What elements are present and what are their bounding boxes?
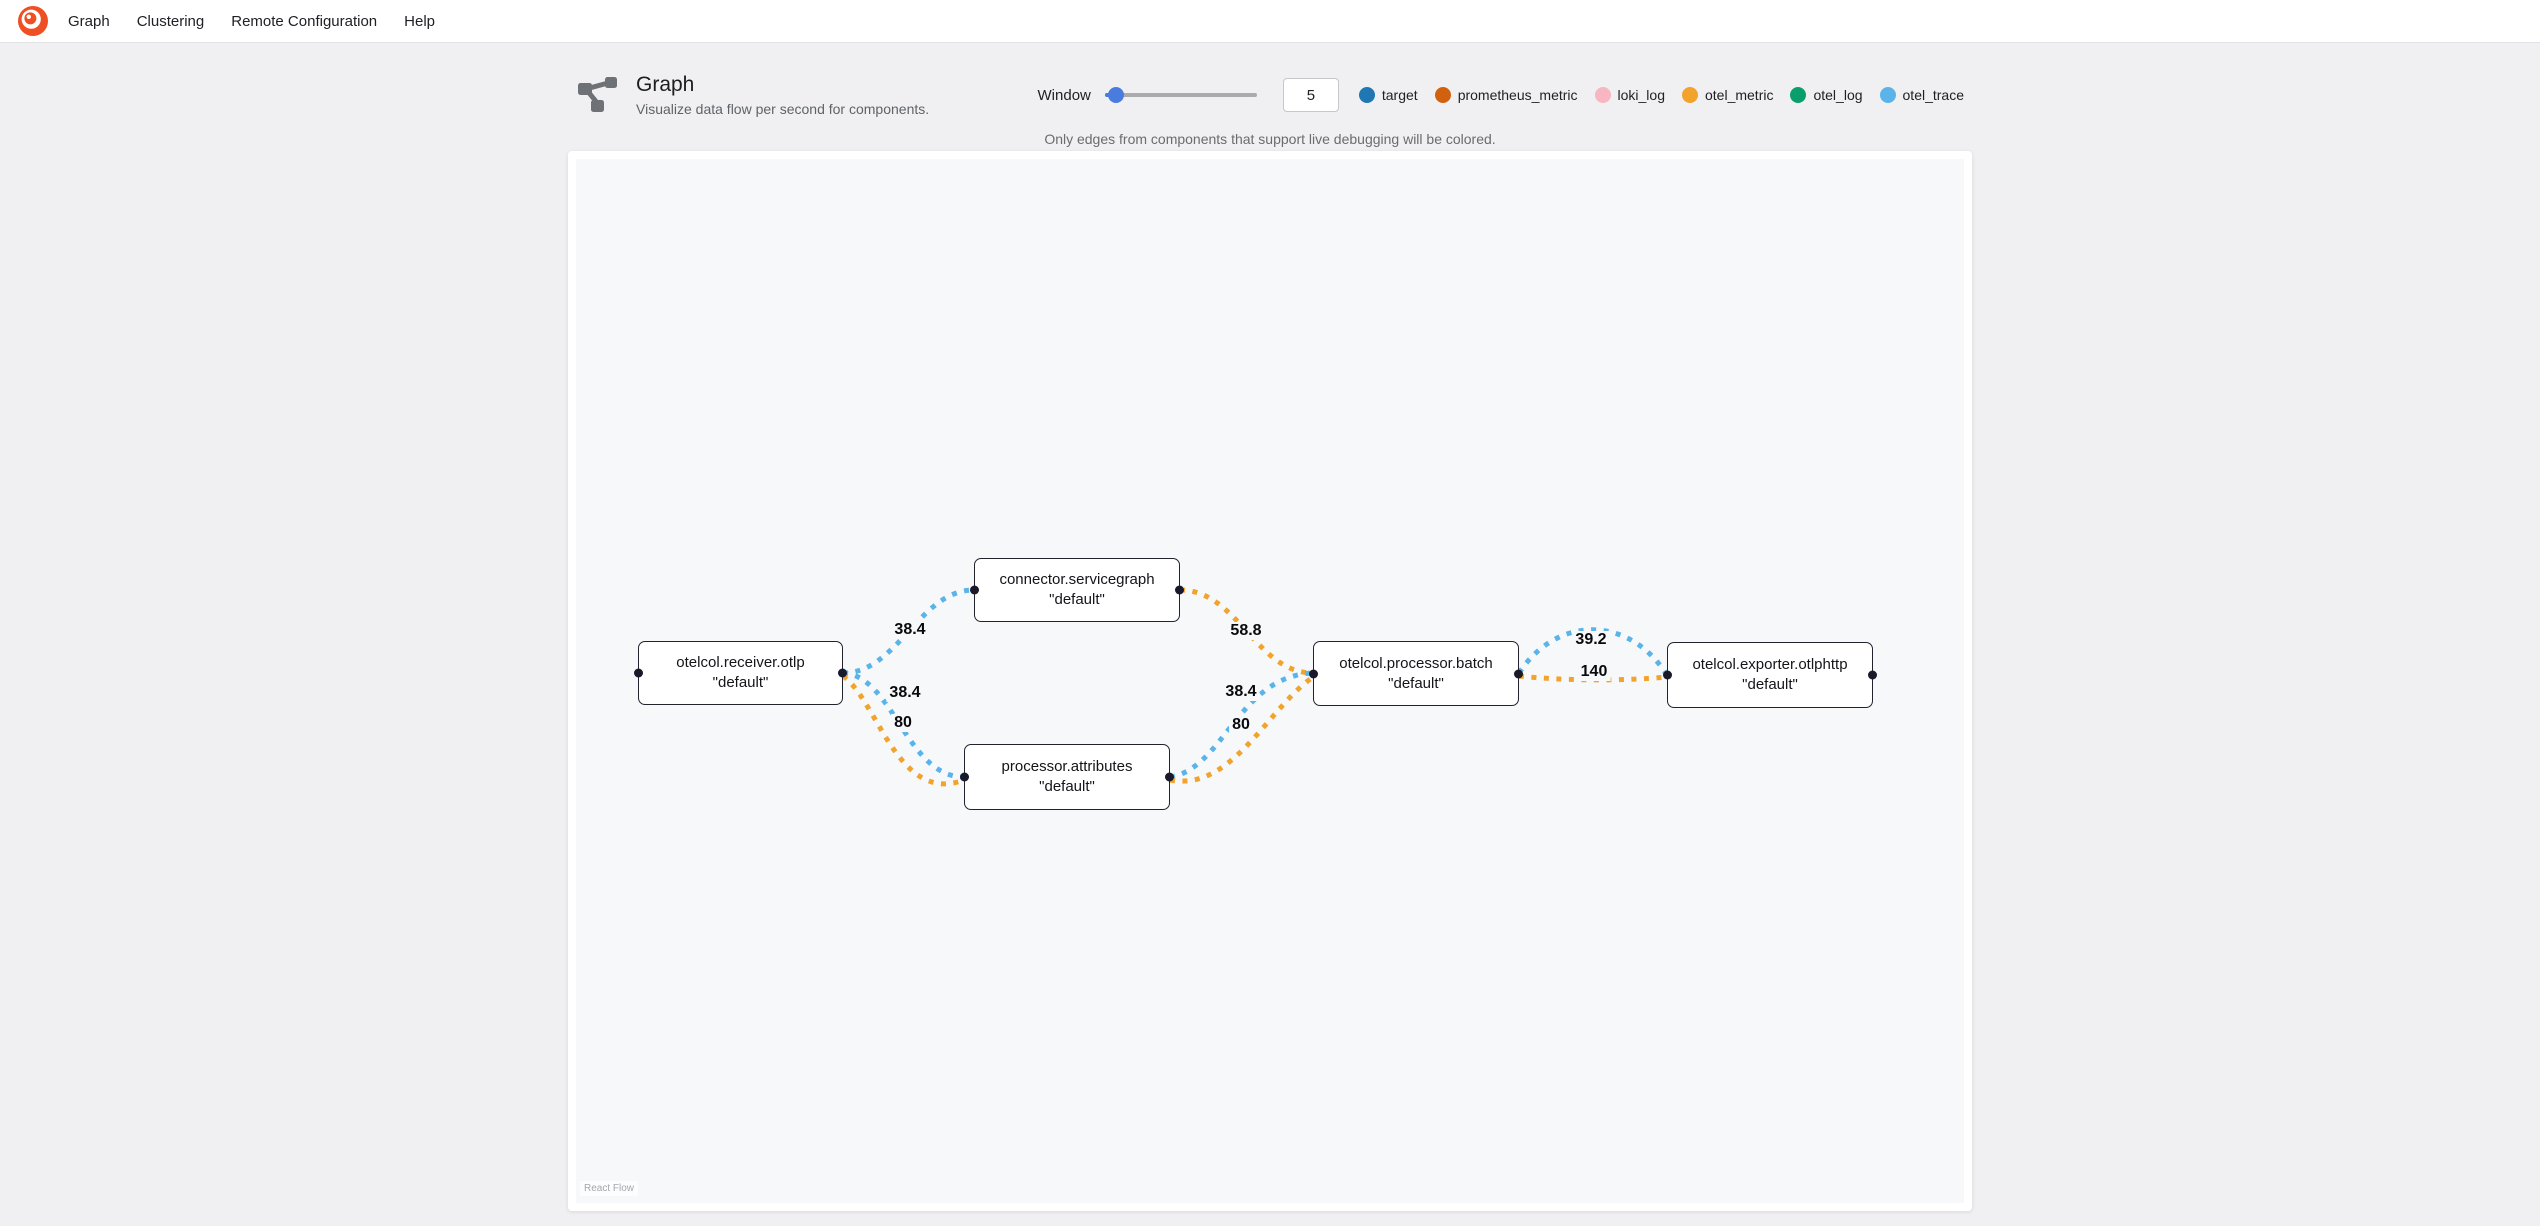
node-otelcol-exporter-otlphttp[interactable]: otelcol.exporter.otlphttp "default" — [1663, 642, 1877, 708]
node-title: otelcol.exporter.otlphttp — [1692, 656, 1848, 673]
header-row: Graph Visualize data flow per second for… — [568, 43, 1972, 117]
node-handle-left[interactable] — [634, 668, 643, 678]
legend-item-otel_log: otel_log — [1790, 87, 1863, 103]
node-handle-left[interactable] — [1309, 669, 1318, 678]
title-texts: Graph Visualize data flow per second for… — [636, 73, 929, 117]
node-title: connector.servicegraph — [999, 571, 1155, 588]
node-subtitle: "default" — [712, 674, 769, 691]
page-content: Graph Visualize data flow per second for… — [568, 43, 1972, 1211]
edge-label-attributes-to-batch-trace: 38.4 — [1222, 683, 1260, 701]
legend-label: otel_log — [1813, 87, 1863, 103]
nav-item-help[interactable]: Help — [404, 12, 436, 30]
node-subtitle: "default" — [1742, 676, 1798, 693]
legend-item-otel_metric: otel_metric — [1682, 87, 1773, 103]
edge-label-receiver-to-attributes-trace: 38.4 — [886, 684, 924, 702]
reactflow-canvas[interactable]: React Flow 38.4 38.4 80 58.8 38.4 80 39.2 140 ot… — [576, 159, 1964, 1203]
reactflow-attribution[interactable]: React Flow — [580, 1181, 639, 1196]
legend-item-otel_trace: otel_trace — [1879, 87, 1964, 103]
legend-label: prometheus_metric — [1457, 87, 1578, 103]
window-input[interactable] — [1282, 78, 1339, 112]
nav-items: Graph Clustering Remote Configuration Help — [68, 13, 435, 30]
legend-item-target: target — [1358, 87, 1418, 103]
top-navbar: Graph Clustering Remote Configuration Help — [0, 0, 2540, 43]
node-title: otelcol.processor.batch — [1339, 654, 1493, 672]
node-otelcol-processor-batch[interactable]: otelcol.processor.batch "default" — [1309, 641, 1523, 706]
graph-card: React Flow 38.4 38.4 80 58.8 38.4 80 39.2 140 ot… — [568, 151, 1972, 1211]
legend-label: target — [1381, 87, 1418, 103]
legend-label: otel_trace — [1902, 87, 1964, 103]
node-subtitle: "default" — [1388, 674, 1444, 692]
legend-label: otel_metric — [1705, 87, 1774, 103]
edge-label-servicegraph-to-batch-metric: 58.8 — [1227, 622, 1265, 640]
edge-batch-to-exporter-trace — [1516, 627, 1670, 677]
page-subtitle: Visualize data flow per second for compo… — [636, 101, 930, 117]
otel_trace-dot-icon — [1879, 87, 1896, 103]
nav-item-remote-configuration[interactable]: Remote Configuration — [231, 12, 378, 30]
edge-receiver-to-attributes-metric — [841, 673, 965, 787]
node-handle-left[interactable] — [970, 585, 979, 595]
otel_log-dot-icon — [1790, 87, 1807, 103]
edge-label-receiver-to-attributes-metric: 80 — [891, 714, 915, 732]
node-handle-left[interactable] — [1663, 670, 1672, 680]
node-processor-attributes[interactable]: processor.attributes "default" — [960, 744, 1174, 810]
node-handle-right[interactable] — [1514, 669, 1523, 678]
node-connector-servicegraph[interactable]: connector.servicegraph "default" — [970, 558, 1184, 622]
edge-label-batch-to-exporter-metric: 140 — [1577, 663, 1611, 681]
node-title: processor.attributes — [1001, 758, 1133, 775]
nav-item-graph[interactable]: Graph — [68, 12, 110, 30]
node-subtitle: "default" — [1049, 591, 1105, 608]
edge-servicegraph-to-batch-metric — [1179, 587, 1314, 676]
page-title: Graph — [636, 73, 695, 96]
graph-icon — [578, 77, 617, 112]
node-handle-left[interactable] — [960, 772, 969, 782]
edge-label-receiver-to-servicegraph-trace: 38.4 — [891, 621, 929, 639]
edge-label-batch-to-exporter-trace: 39.2 — [1572, 631, 1610, 649]
window-label: Window — [1037, 86, 1091, 104]
node-subtitle: "default" — [1039, 778, 1095, 795]
debug-note: Only edges from components that support … — [1044, 131, 1496, 147]
target-dot-icon — [1358, 87, 1375, 103]
node-handle-right[interactable] — [1165, 772, 1174, 782]
legend-label: loki_log — [1617, 87, 1665, 103]
slider-thumb[interactable] — [1107, 87, 1124, 103]
slider-track[interactable] — [1104, 93, 1257, 97]
edge-label-attributes-to-batch-metric: 80 — [1229, 716, 1253, 734]
edge-attributes-to-batch-metric — [1169, 674, 1315, 784]
node-handle-right[interactable] — [1175, 585, 1184, 595]
legend-item-loki_log: loki_log — [1594, 87, 1665, 103]
legend: target prometheus_metric loki_log otel_metr… — [1358, 87, 1964, 103]
prometheus_metric-dot-icon — [1434, 87, 1451, 103]
loki_log-dot-icon — [1594, 87, 1611, 103]
otel_metric-dot-icon — [1682, 87, 1698, 103]
node-handle-right[interactable] — [838, 668, 847, 678]
node-handle-right[interactable] — [1868, 670, 1877, 680]
node-title: otelcol.receiver.otlp — [676, 654, 805, 671]
nav-item-clustering[interactable]: Clustering — [136, 12, 205, 30]
legend-item-prometheus_metric: prometheus_metric — [1434, 87, 1578, 103]
app-logo-icon[interactable] — [18, 6, 48, 36]
window-slider[interactable] — [1104, 87, 1257, 103]
title-block: Graph Visualize data flow per second for… — [578, 73, 929, 117]
node-otelcol-receiver-otlp[interactable]: otelcol.receiver.otlp "default" — [634, 641, 847, 705]
header-controls: Window target prometheus_metric loki_log ot… — [1038, 78, 1964, 112]
